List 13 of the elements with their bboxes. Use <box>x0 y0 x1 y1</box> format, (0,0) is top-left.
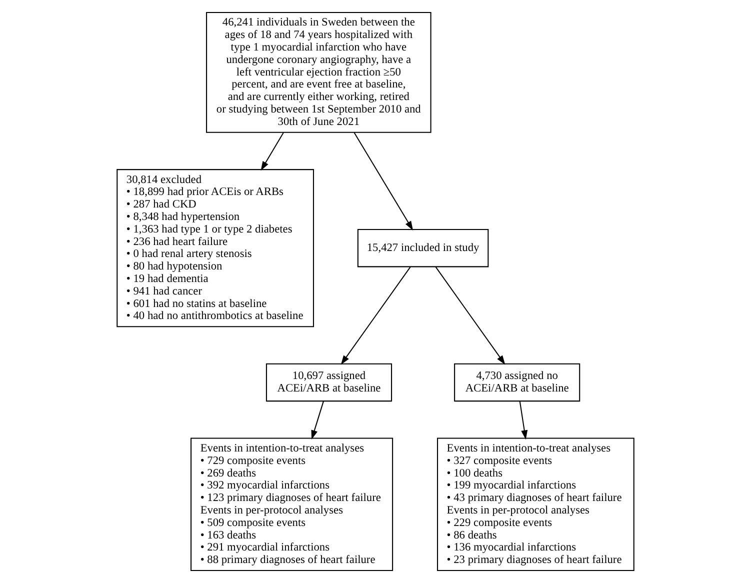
node-box: Events in intention-to-treat analyses • 327 composite events • 100 deaths • 199 myocardial infarctions • 43 primary diagnoses of heart failure Events in per-protocol analyses • 229 composite events • 86 deaths • 136 myocardial infarctions • 23 primary diagnoses of heart failure <box>436 438 634 572</box>
node-box: Events in intention-to-treat analyses • 729 composite events • 269 deaths • 392 myocardial infarctions • 123 primary diagnoses of heart failure Events in per-protocol analyses • 509 composite events • 163 deaths • 291 myocardial infarctions • 88 primary diagnoses of heart failure <box>190 438 393 572</box>
arrow <box>260 132 284 171</box>
node-box: 10,697 assigned ACEi/ARB at baseline <box>265 363 392 402</box>
node-box: 30,814 excluded • 18,899 had prior ACEis or ARBs • 287 had CKD • 8,348 had hypertension • 1,363 had type 1 or type 2 diabetes • 236 had heart failure • 0 had renal artery stenosis • 80 had hypotension • 19 had dementia • 941 had cancer • 601 had no statins at baseline • 40 had no antithrombotics at baseline <box>116 169 314 328</box>
node-box: 4,730 assigned no ACEi/ARB at baseline <box>454 363 580 402</box>
arrow <box>518 401 528 440</box>
arrow <box>434 266 505 365</box>
arrow <box>310 401 324 440</box>
node-box: 15,427 included in study <box>356 228 488 268</box>
arrow <box>353 132 413 230</box>
node-box: 46,241 individuals in Sweden between the ages of 18 and 74 years hospitalized with type 1 myocardial infarction who have undergone coronary angiography, have a left ventricular ejection fraction ≥50 percent, and are event free at baseline, and are currently either working, retired or studying between 1st September 2010 and 30th of June 2021 <box>206 12 431 133</box>
arrow <box>340 266 410 365</box>
